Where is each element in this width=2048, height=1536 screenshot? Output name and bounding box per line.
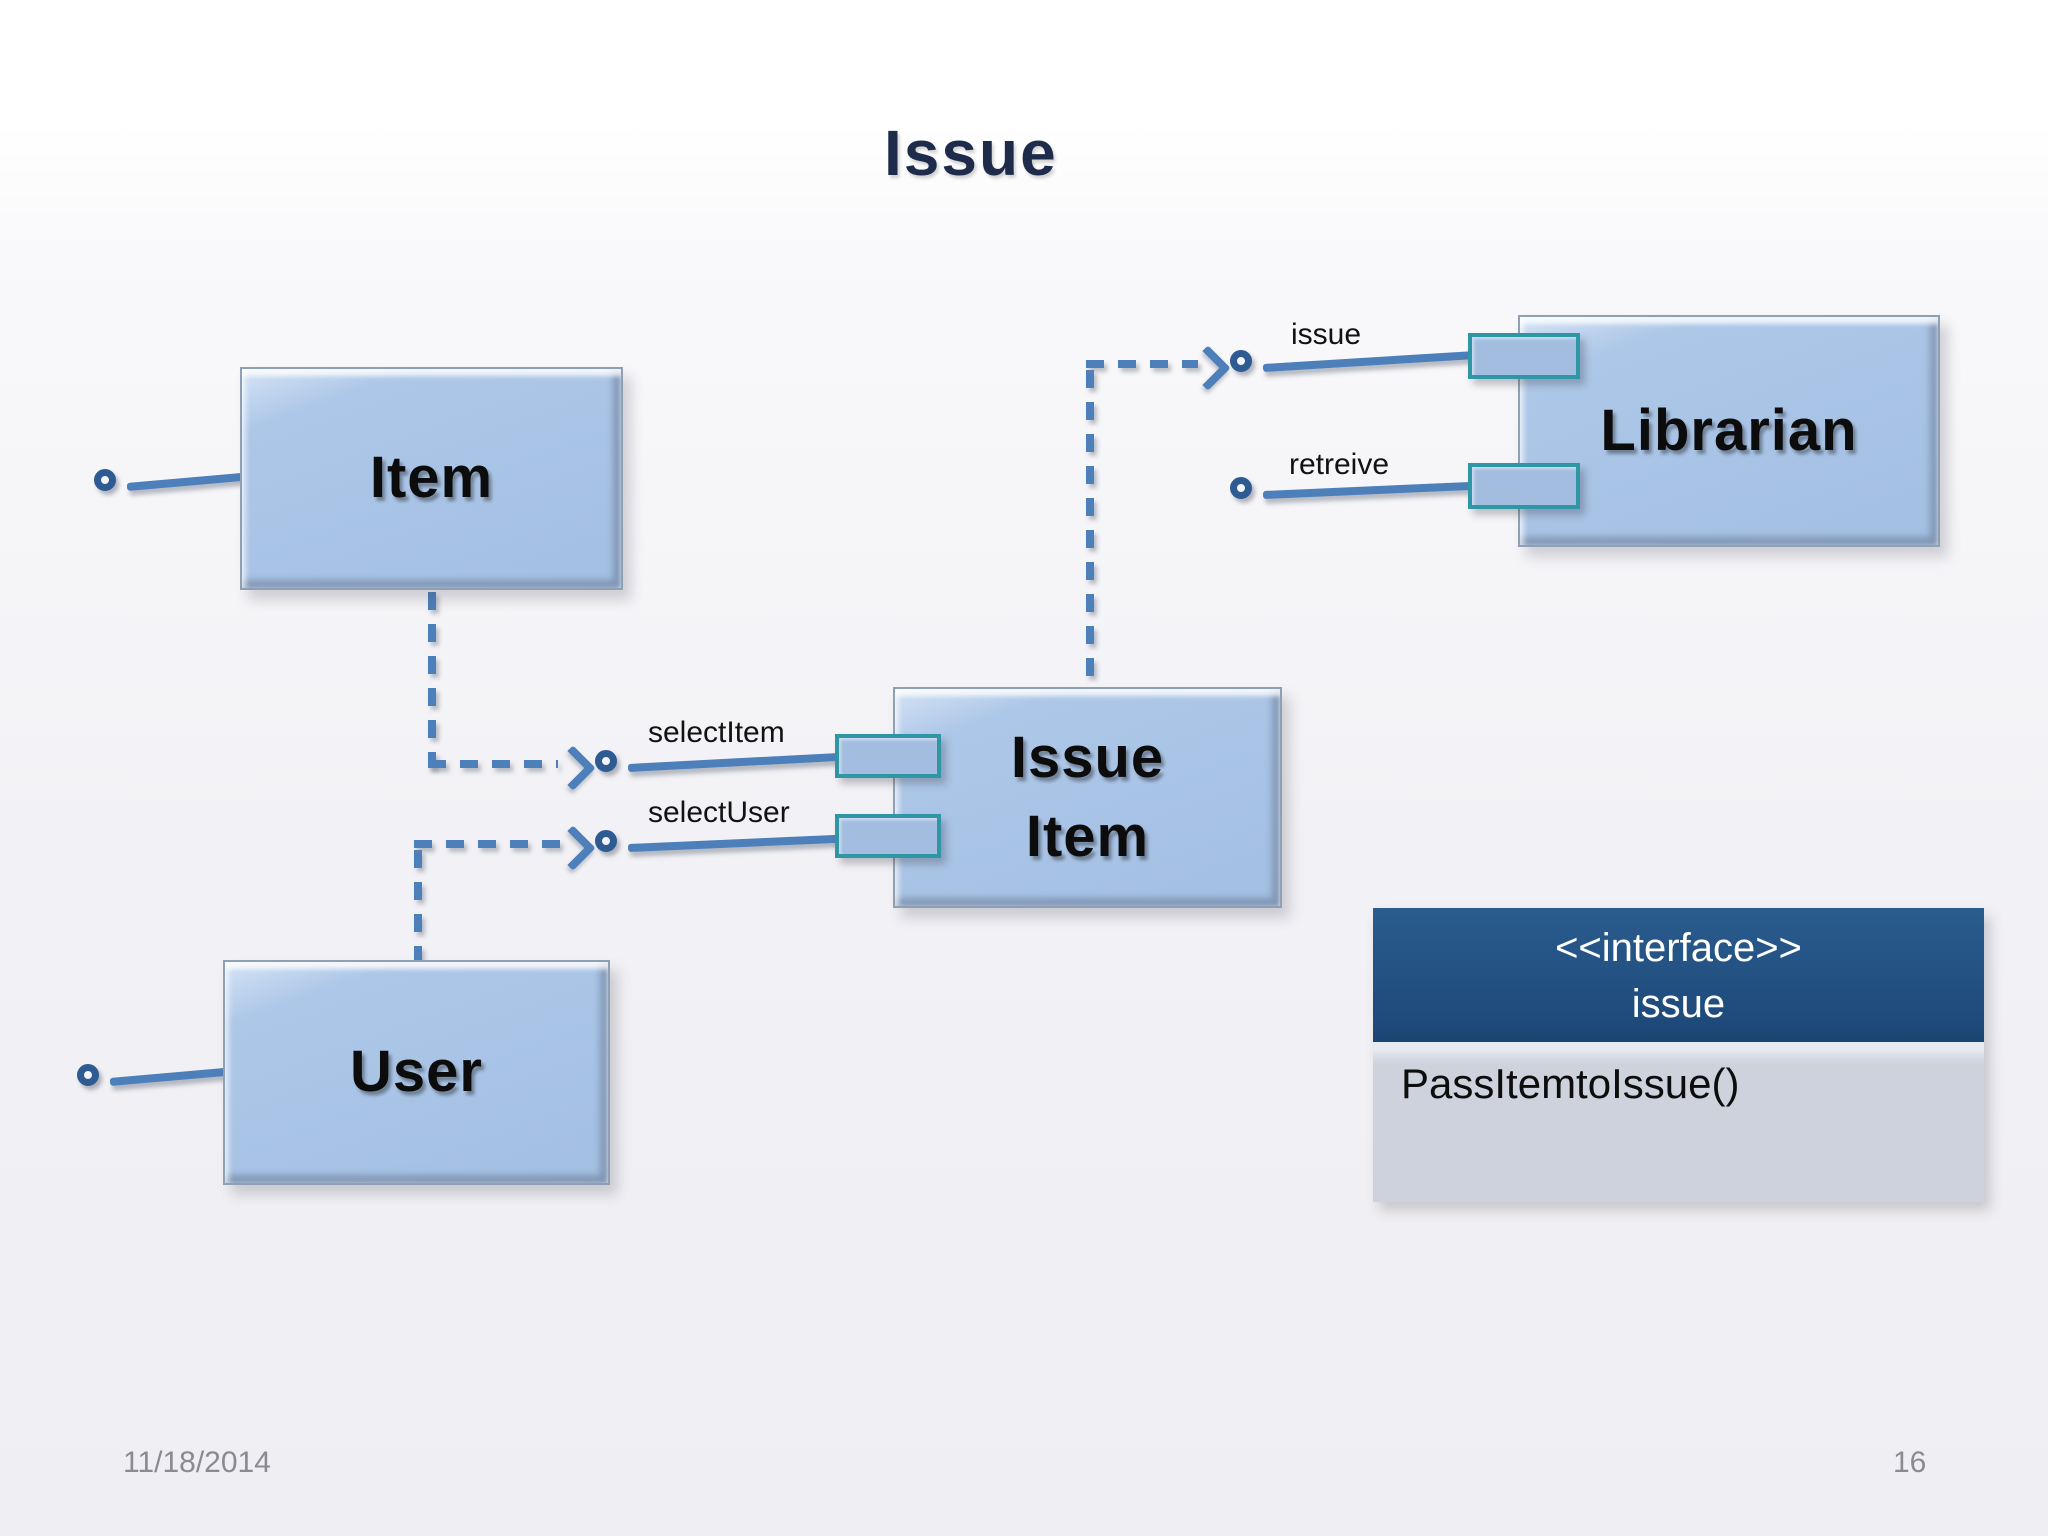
- issue-interface-circle: [1230, 350, 1252, 372]
- librarian-port-issue: [1468, 333, 1580, 379]
- dependency-user-to-selectuser-horizontal: [414, 840, 560, 848]
- interface-class-box: <<interface>> issue PassItemtoIssue(): [1373, 908, 1984, 1202]
- interface-stereotype: <<interface>>: [1555, 926, 1802, 970]
- issueitem-port-selectuser: [835, 814, 941, 858]
- selectitem-interface-wire: [627, 752, 840, 772]
- component-issue-item-label-line2: Item: [1025, 803, 1150, 869]
- issue-interface-label: issue: [1291, 318, 1362, 351]
- footer-date: 11/18/2014: [123, 1446, 271, 1479]
- selectuser-interface-wire: [627, 834, 840, 852]
- component-issue-item-label: Issue Item: [1011, 719, 1164, 876]
- slide-title: Issue: [884, 117, 1058, 189]
- interface-class-body: PassItemtoIssue(): [1373, 1042, 1984, 1202]
- retreive-interface-wire: [1262, 481, 1473, 499]
- issueitem-port-selectitem: [835, 734, 941, 778]
- librarian-port-retreive: [1468, 463, 1580, 509]
- dependency-item-to-selectitem-horizontal: [428, 760, 558, 768]
- component-issue-item: Issue Item: [893, 687, 1282, 908]
- issue-interface-wire: [1262, 351, 1473, 372]
- item-provided-interface-wire: [126, 472, 245, 491]
- selectitem-interface-circle: [595, 750, 617, 772]
- retreive-interface-label: retreive: [1289, 448, 1390, 481]
- user-provided-interface-circle: [77, 1064, 99, 1086]
- component-librarian-label: Librarian: [1600, 397, 1858, 463]
- selectuser-interface-label: selectUser: [648, 796, 790, 829]
- dependency-issueitem-to-issue-horizontal: [1086, 360, 1198, 368]
- selectitem-interface-label: selectItem: [648, 716, 785, 749]
- footer-page-number: 16: [1893, 1446, 1927, 1479]
- dependency-item-to-selectitem-vertical: [428, 592, 436, 768]
- interface-method: PassItemtoIssue(): [1401, 1060, 1740, 1107]
- component-user-label: User: [350, 1039, 483, 1105]
- dependency-issueitem-to-issue-vertical: [1086, 370, 1094, 688]
- item-provided-interface-circle: [94, 469, 116, 491]
- component-item-label: Item: [369, 445, 494, 511]
- dependency-arrow-selectuser-icon: [550, 825, 596, 871]
- dependency-user-to-selectuser-vertical: [414, 850, 422, 962]
- component-librarian: Librarian: [1518, 315, 1940, 547]
- component-issue-item-label-line1: Issue: [1010, 725, 1165, 791]
- dependency-arrow-issue-icon: [1185, 345, 1231, 391]
- dependency-arrow-selectitem-icon: [550, 745, 596, 791]
- component-item: Item: [240, 367, 623, 590]
- retreive-interface-circle: [1230, 477, 1252, 499]
- component-user: User: [223, 960, 610, 1185]
- interface-name: issue: [1631, 982, 1726, 1026]
- selectuser-interface-circle: [595, 830, 617, 852]
- user-provided-interface-wire: [109, 1067, 228, 1086]
- interface-class-header: <<interface>> issue: [1373, 908, 1984, 1042]
